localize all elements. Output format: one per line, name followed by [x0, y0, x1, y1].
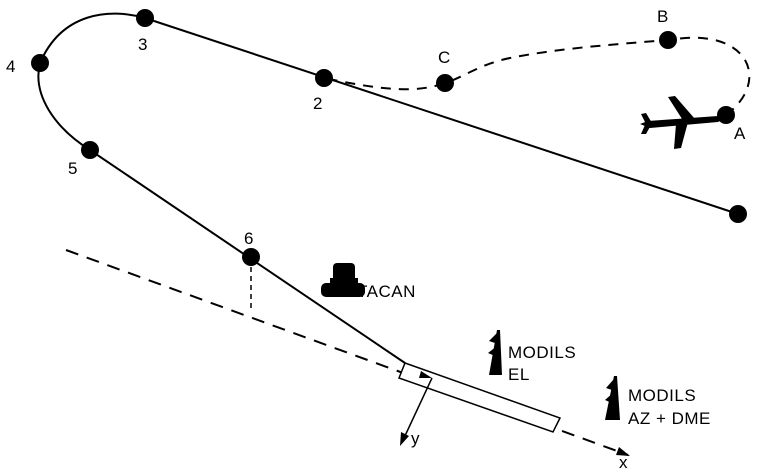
path-end-dot	[729, 205, 747, 223]
x-axis-label: x	[619, 453, 628, 470]
waypoint-3-label: 3	[138, 35, 147, 54]
waypoint-b-dot	[659, 31, 677, 49]
flight-path-solid	[37, 12, 739, 364]
waypoint-5-dot	[81, 141, 99, 159]
waypoint-5-label: 5	[68, 159, 77, 178]
modils-el-label-line1: MODILS	[508, 343, 576, 362]
y-axis-arrow	[400, 432, 409, 446]
modils-el-label-line2: EL	[508, 365, 530, 384]
modils-el-antenna-icon	[488, 330, 502, 375]
y-axis-line	[403, 377, 433, 439]
waypoint-6-label: 6	[244, 229, 253, 248]
runway	[398, 362, 562, 433]
tacan-label: TACAN	[357, 282, 416, 301]
waypoint-2-dot	[315, 69, 333, 87]
modils-az-label-line1: MODILS	[628, 386, 696, 405]
waypoint-a-label: A	[734, 124, 746, 143]
tacan-station-icon	[321, 263, 365, 297]
modils-az-label-line2: AZ + DME	[628, 409, 711, 428]
flight-path-dashed	[323, 36, 751, 116]
waypoint-4-dot	[31, 54, 49, 72]
waypoint-b-label: B	[657, 7, 668, 26]
x-axis-arrow	[419, 371, 432, 378]
modils-az-antenna-icon	[605, 376, 620, 420]
aircraft-icon	[640, 96, 725, 149]
y-axis-label: y	[411, 429, 420, 448]
waypoint-3-dot	[136, 9, 154, 27]
waypoint-6-dot	[242, 248, 260, 266]
x-axis-end-arrow	[616, 447, 630, 456]
waypoint-2-label: 2	[313, 94, 322, 113]
waypoint-c-dot	[436, 74, 454, 92]
waypoint-a-dot	[717, 106, 735, 124]
waypoint-4-label: 4	[6, 57, 15, 76]
waypoint-c-label: C	[438, 48, 450, 67]
extended-centerline	[65, 249, 629, 456]
